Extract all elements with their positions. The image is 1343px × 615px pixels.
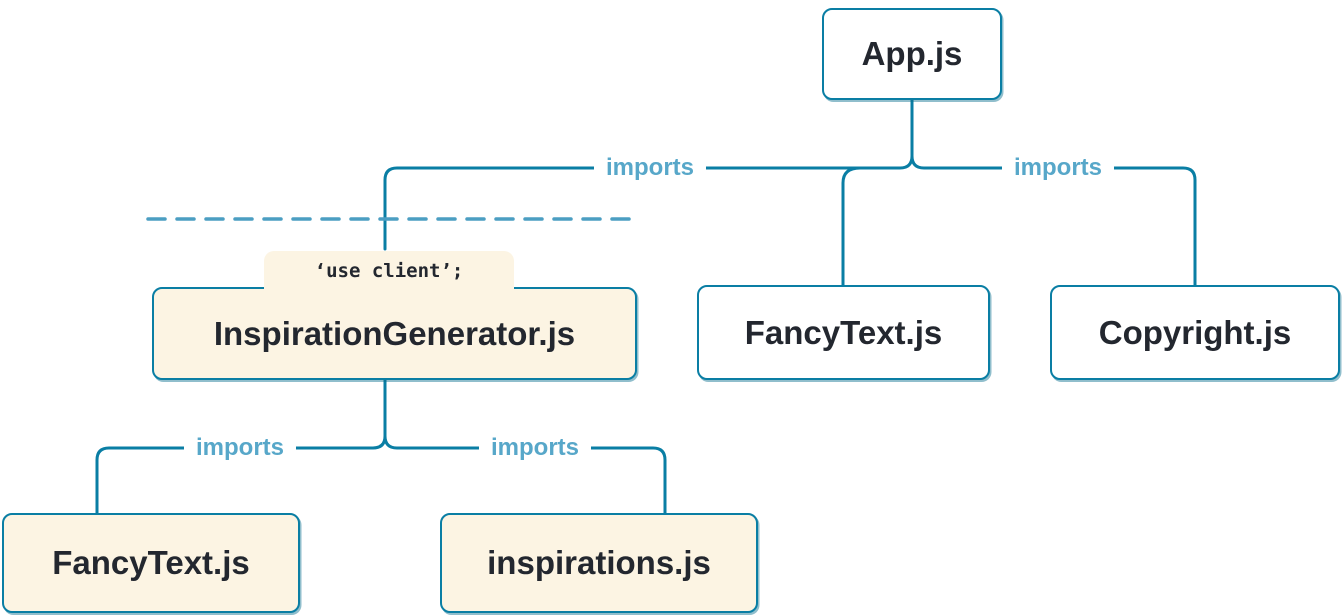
- node-label: FancyText.js: [744, 313, 943, 351]
- node-app-js: App.js: [822, 8, 1002, 100]
- node-label: FancyText.js: [52, 544, 250, 581]
- node-label: Copyright.js: [1098, 313, 1292, 351]
- node-inspirations-js: inspirations.js: [440, 513, 758, 613]
- edge-label-imports: imports: [593, 154, 707, 182]
- edge-label-imports: imports: [478, 434, 592, 462]
- node-fancytext-js-bottom: FancyText.js: [2, 513, 300, 613]
- node-copyright-js: Copyright.js: [1050, 285, 1340, 380]
- edge-label-imports: imports: [1001, 154, 1115, 182]
- edge-app-to-copyright: [910, 98, 1197, 287]
- use-client-directive-tag: ‘use client’;: [264, 251, 514, 291]
- node-label: App.js: [861, 35, 963, 72]
- node-fancytext-js-top: FancyText.js: [697, 285, 990, 380]
- node-inspiration-generator-js: ‘use client’; InspirationGenerator.js: [152, 251, 637, 380]
- node-label: inspirations.js: [487, 544, 711, 581]
- edge-app-to-fancytext-top: [841, 166, 862, 287]
- edge-label-imports: imports: [183, 434, 297, 462]
- node-label: InspirationGenerator.js: [213, 314, 576, 352]
